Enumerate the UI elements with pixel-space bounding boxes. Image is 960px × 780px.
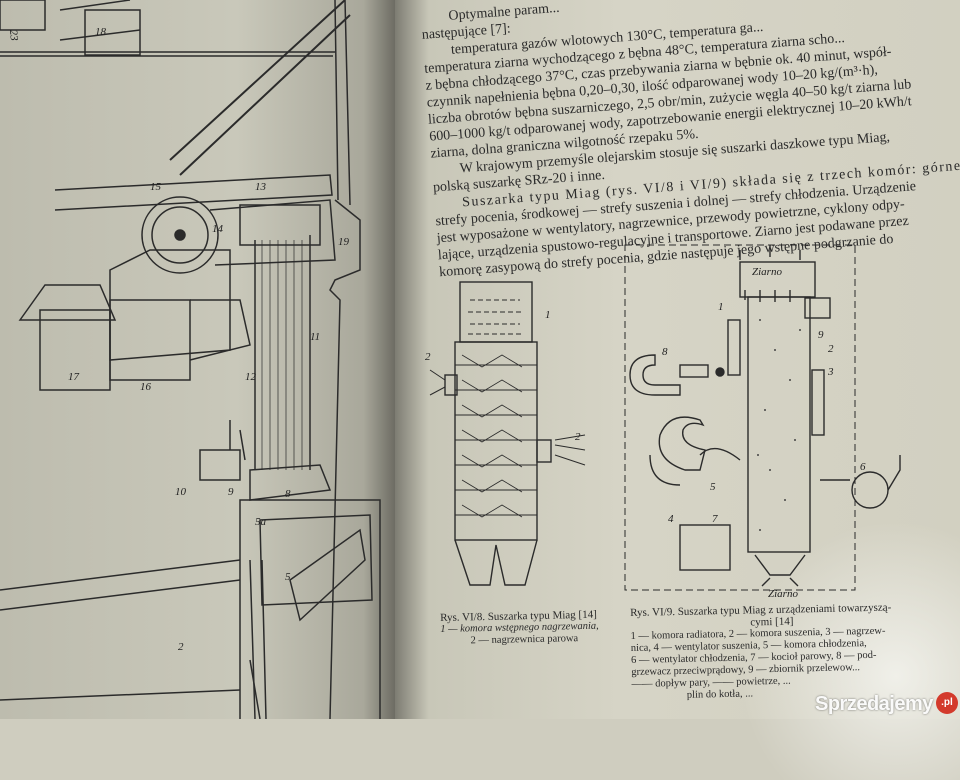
label-17: 17 [68,371,80,383]
vi9-label-ziarno-bottom: Ziarno [768,588,798,600]
vi9-label-ziarno-top: Ziarno [752,266,782,278]
watermark-badge: .pl [936,692,958,714]
vi9-label-4: 4 [668,513,674,525]
label-10: 10 [175,486,187,498]
left-page: 23 18 15 14 13 19 17 16 12 11 10 9 8 5a … [0,0,395,719]
caption-vi8: Rys. VI/8. Suszarka typu Miag [14] 1 — k… [440,609,599,648]
label-18: 18 [95,26,107,38]
vi8-label-1: 1 [545,309,551,321]
vi8-label-2-left: 2 [425,351,431,363]
label-9: 9 [228,486,234,498]
label-12: 12 [245,371,257,383]
vi9-label-9: 9 [818,329,824,341]
label-5: 5 [285,571,291,583]
watermark-logo: Sprzedajemy [815,693,933,715]
label-2: 2 [178,641,184,653]
label-8: 8 [285,488,291,500]
label-19: 19 [338,236,350,248]
figure-vi8-miag-dryer [429,281,586,586]
grain-pattern [468,299,522,335]
vi9-label-1: 1 [718,301,724,313]
grain-fill [757,319,801,531]
label-13: 13 [255,181,267,193]
figure-vi7-drum-dryer [0,0,381,719]
vi9-label-2: 2 [828,343,834,355]
label-5a: 5a [255,516,267,528]
figure-vi9-miag-dryer-with-equipment [624,244,901,591]
vi9-label-6: 6 [860,461,866,473]
vi9-label-3: 3 [827,366,834,378]
vi8-label-2-right: 2 [575,431,581,443]
label-14: 14 [212,223,224,235]
vi9-label-5: 5 [710,481,716,493]
label-11: 11 [310,331,320,343]
vi9-label-7: 7 [712,513,718,525]
vi9-label-8: 8 [662,346,668,358]
label-16: 16 [140,381,152,393]
label-15: 15 [150,181,162,193]
caption-vi9: Rys. VI/9. Suszarka typu Miag z urządzen… [630,602,893,703]
label-23: 23 [7,29,20,42]
